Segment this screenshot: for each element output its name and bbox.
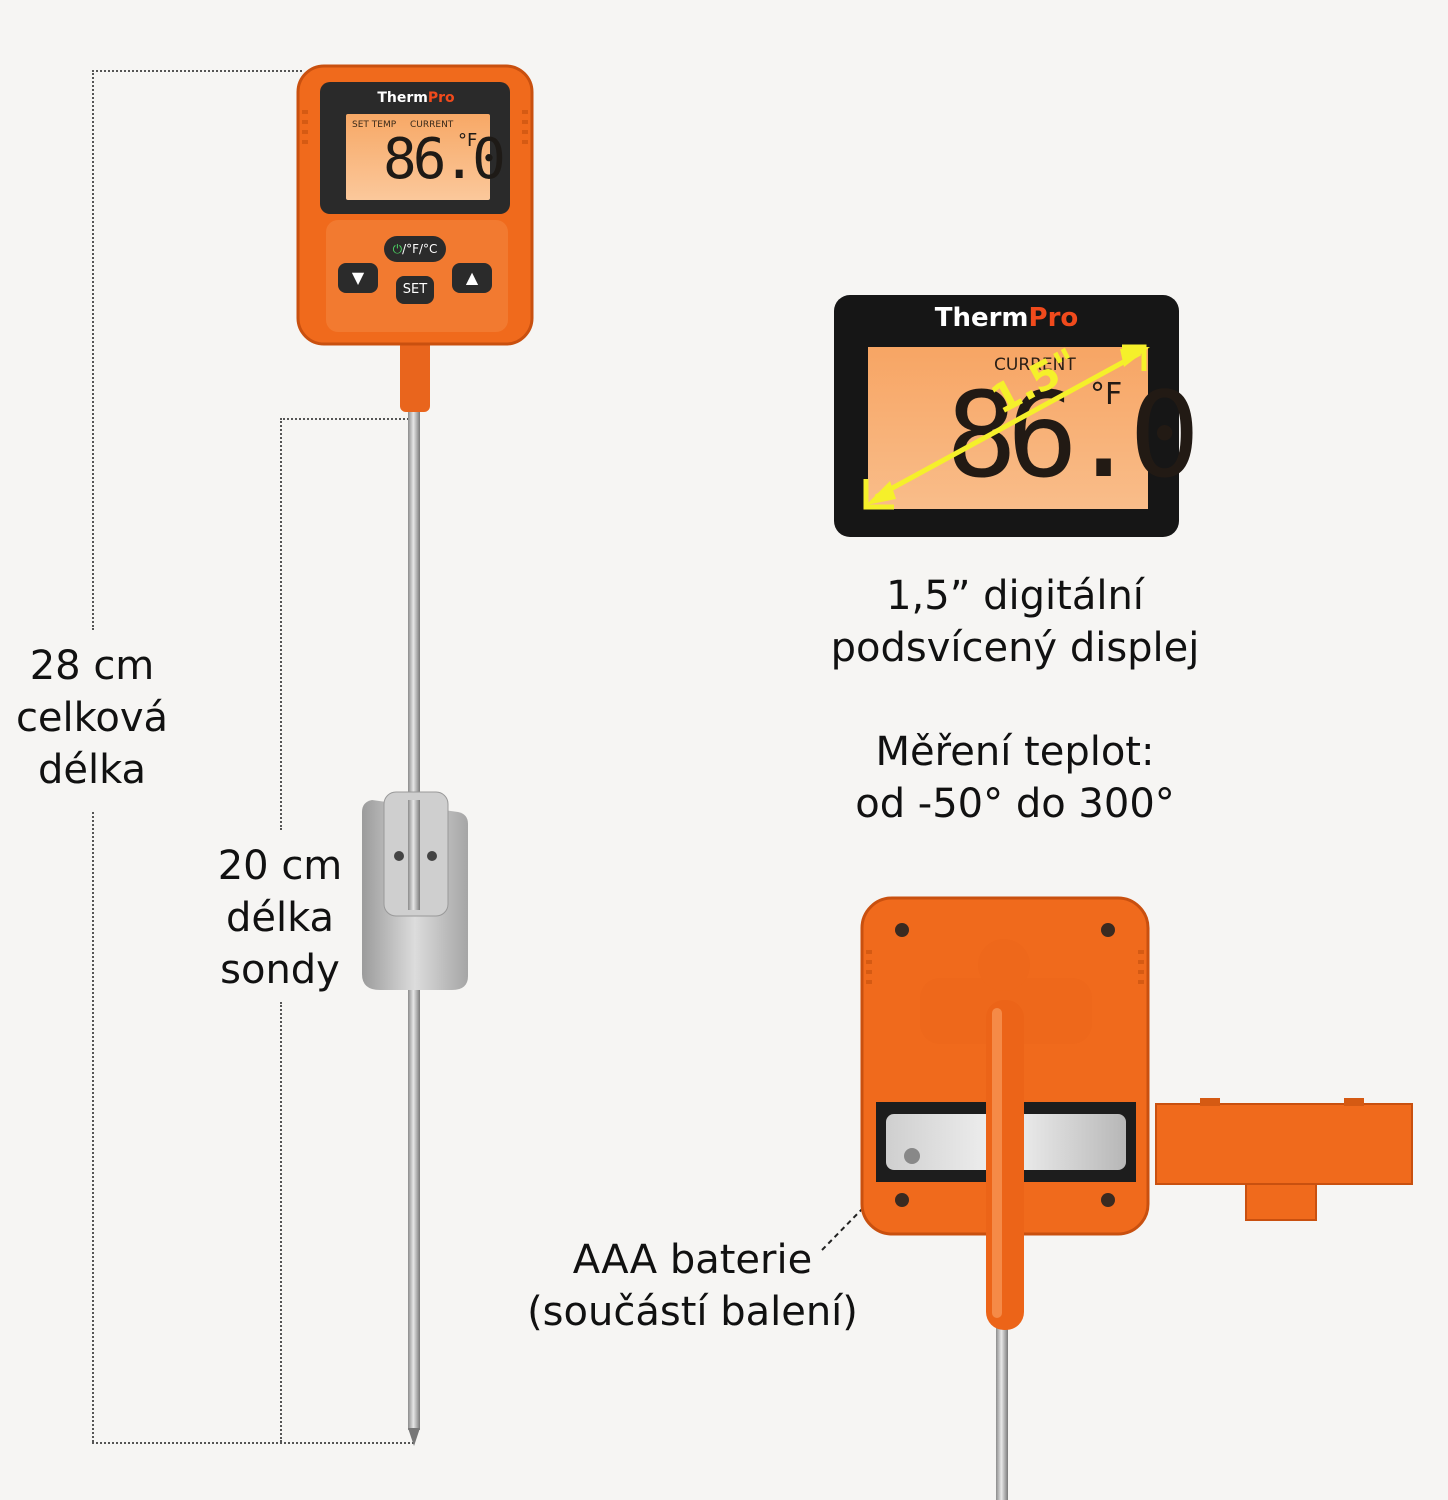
front-lcd-current: CURRENT	[410, 120, 454, 130]
display-feature-label: 1,5” digitální podsvícený displej	[790, 570, 1240, 674]
probe-length-label: 20 cm délka sondy	[200, 840, 360, 996]
probe-length-caption-1: délka	[225, 895, 335, 941]
front-lcd-reading: 86.0	[383, 127, 506, 192]
battery-line-1: AAA baterie	[572, 1237, 813, 1283]
total-length-caption-2: délka	[37, 747, 147, 793]
total-length-label: 28 cm celková délka	[0, 640, 184, 796]
closeup-unit: °F	[1090, 377, 1123, 412]
temperature-range-line-1: Měření teplot:	[875, 729, 1155, 775]
diagonal-arrow	[863, 344, 1150, 510]
set-button[interactable]: SET	[402, 282, 428, 297]
power-icon: ⏻	[392, 242, 403, 256]
front-lcd-set-temp: SET TEMP	[352, 120, 397, 130]
total-length-caption-1: celková	[15, 695, 169, 741]
unit-toggle-button[interactable]: ⏻/°F/°C	[392, 242, 438, 256]
temperature-range-line-2: od -50° do 300°	[855, 781, 1175, 827]
display-feature-line-1: 1,5” digitální	[886, 573, 1144, 619]
up-button[interactable]: ▲	[465, 268, 479, 287]
closeup-brand-logo: ThermPro	[934, 303, 1079, 333]
battery-label: AAA baterie (součástí balení)	[500, 1234, 885, 1338]
total-length-top-line	[92, 70, 302, 72]
total-length-vertical-line-lower	[92, 812, 94, 1442]
total-length-value: 28 cm	[29, 643, 155, 689]
probe-length-caption-2: sondy	[220, 947, 340, 993]
down-button[interactable]: ▼	[351, 268, 365, 287]
probe-length-vertical-line-upper	[280, 418, 282, 830]
total-length-vertical-line-upper	[92, 70, 94, 630]
display-closeup: ThermPro CURRENT 86.0 °F 1.5"	[834, 295, 1200, 537]
display-feature-line-2: podsvícený displej	[830, 625, 1200, 671]
front-brand-logo: ThermPro	[377, 90, 455, 106]
temperature-range-label: Měření teplot: od -50° do 300°	[790, 726, 1240, 830]
front-lcd-unit: °F	[458, 130, 478, 151]
probe-length-vertical-line-lower	[280, 1002, 282, 1442]
total-length-bottom-line	[92, 1442, 414, 1444]
probe-length-value: 20 cm	[217, 843, 343, 889]
closeup-current-label: CURRENT	[994, 355, 1076, 375]
probe-length-top-line	[280, 418, 412, 420]
battery-line-2: (součástí balení)	[527, 1289, 858, 1335]
